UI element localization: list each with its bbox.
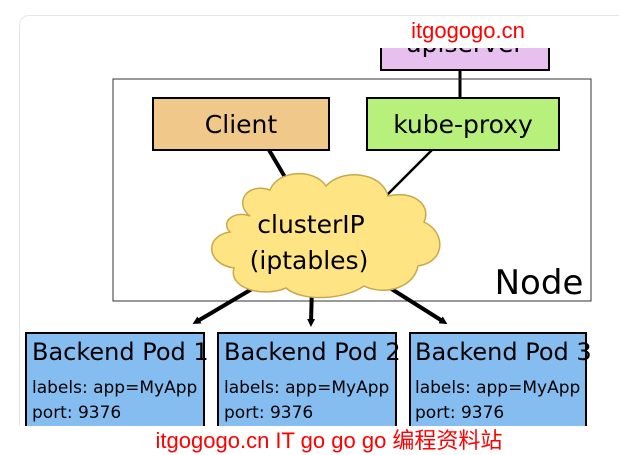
client-box-shape bbox=[152, 97, 330, 151]
backend-pod-3-port: port: 9376 bbox=[415, 403, 504, 423]
backend-pod-1-title: Backend Pod 1 bbox=[32, 338, 209, 366]
kube-proxy-box: kube-proxy bbox=[366, 97, 560, 151]
diagram-card bbox=[19, 15, 619, 440]
watermark-bottom: itgogogo.cn IT go go go 编程资料站 bbox=[156, 428, 503, 453]
clusterip-cloud-shape bbox=[211, 172, 441, 299]
watermark-bottom-background bbox=[0, 426, 620, 455]
watermark-top-background bbox=[330, 18, 595, 48]
watermark-top: itgogogo.cn bbox=[411, 18, 525, 43]
backend-pod-3: Backend Pod 3 labels: app=MyApp port: 93… bbox=[409, 332, 592, 440]
clusterip-cloud: clusterIP (iptables) bbox=[211, 172, 441, 299]
backend-pod-1: Backend Pod 1 labels: app=MyApp port: 93… bbox=[25, 332, 209, 440]
backend-pod-2-port: port: 9376 bbox=[224, 403, 313, 423]
node-label: Node bbox=[495, 263, 584, 303]
backend-pod-2: Backend Pod 2 labels: app=MyApp port: 93… bbox=[217, 332, 401, 440]
backend-pod-1-port: port: 9376 bbox=[32, 403, 121, 423]
kube-proxy-label: kube-proxy bbox=[393, 110, 533, 139]
clusterip-label-line2: (iptables) bbox=[250, 246, 369, 275]
backend-pod-2-box bbox=[217, 332, 397, 440]
client-box: Client bbox=[152, 97, 330, 151]
kube-proxy-box-shape bbox=[366, 97, 560, 151]
backend-pod-3-box bbox=[409, 332, 587, 440]
node-container bbox=[112, 78, 592, 302]
backend-pod-1-labels: labels: app=MyApp bbox=[32, 378, 197, 398]
client-label: Client bbox=[205, 110, 278, 139]
backend-pod-3-labels: labels: app=MyApp bbox=[415, 378, 580, 398]
backend-pod-2-title: Backend Pod 2 bbox=[224, 338, 401, 366]
backend-pod-3-title: Backend Pod 3 bbox=[415, 338, 592, 366]
backend-pod-1-box bbox=[25, 332, 205, 440]
clusterip-label-line1: clusterIP bbox=[257, 210, 364, 239]
backend-pod-2-labels: labels: app=MyApp bbox=[224, 378, 389, 398]
